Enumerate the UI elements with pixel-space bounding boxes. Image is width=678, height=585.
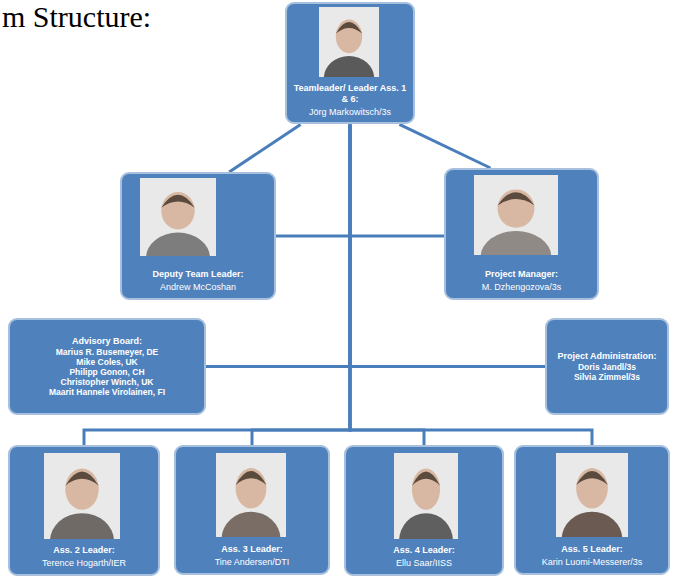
- org-connector: [276, 235, 444, 238]
- person-name: Tine Andersen/DTI: [215, 557, 290, 568]
- person-name: Marius R. Busemeyer, DE: [56, 347, 159, 357]
- org-connector: [229, 124, 300, 172]
- role-heading: Ass. 2 Leader:: [53, 545, 115, 556]
- person-name: Terence Hogarth/IER: [42, 558, 126, 569]
- person-name: Maarit Hannele Virolainen, FI: [49, 387, 165, 397]
- role-heading: Advisory Board:: [72, 336, 142, 347]
- person-name: Silvia Zimmel/3s: [574, 372, 640, 382]
- org-connector: [350, 124, 424, 445]
- person-box: Teamleader/ Leader Ass. 1 & 6: Jörg Marko…: [285, 2, 415, 124]
- role-heading: Ass. 5 Leader:: [561, 544, 623, 555]
- person-name: Jörg Markowitsch/3s: [309, 107, 391, 118]
- role-heading: Deputy Team Leader:: [153, 269, 244, 280]
- portrait-photo: [140, 178, 216, 256]
- person-box: Project Manager: M. Dzhengozova/3s: [444, 168, 599, 300]
- person-box: Ass. 3 Leader: Tine Andersen/DTI: [174, 445, 330, 575]
- person-box: Ass. 2 Leader: Terence Hogarth/IER: [8, 445, 160, 576]
- person-name: Karin Luomi-Messerer/3s: [542, 557, 643, 568]
- person-name: Ellu Saar/IISS: [396, 558, 452, 569]
- person-name: Christopher Winch, UK: [61, 377, 154, 387]
- person-name: Mike Coles, UK: [76, 357, 137, 367]
- person-box: Ass. 4 Leader: Ellu Saar/IISS: [344, 445, 504, 576]
- person-name: Doris Jandl/3s: [578, 362, 636, 372]
- person-box: Ass. 5 Leader: Karin Luomi-Messerer/3s: [514, 445, 670, 575]
- org-connector: [399, 124, 490, 168]
- person-name: Andrew McCoshan: [160, 282, 236, 293]
- portrait-photo: [474, 175, 558, 255]
- role-heading: Ass. 3 Leader:: [221, 544, 283, 555]
- portrait-photo: [556, 453, 628, 537]
- person-box: Deputy Team Leader: Andrew McCoshan: [120, 172, 276, 300]
- portrait-photo: [44, 453, 120, 539]
- role-heading: Ass. 4 Leader:: [393, 545, 455, 556]
- person-name: M. Dzhengozova/3s: [482, 282, 562, 293]
- role-heading: Teamleader/ Leader Ass. 1 & 6:: [291, 83, 409, 105]
- group-box: Project Administration:Doris Jandl/3sSil…: [545, 318, 669, 415]
- chart-title: m Structure:: [2, 0, 151, 34]
- person-name: Philipp Gonon, CH: [69, 367, 144, 377]
- portrait-photo: [394, 453, 458, 539]
- role-heading: Project Administration:: [557, 351, 656, 362]
- group-box: Advisory Board:Marius R. Busemeyer, DEMi…: [8, 318, 206, 415]
- portrait-photo: [319, 7, 379, 77]
- role-heading: Project Manager:: [485, 269, 558, 280]
- portrait-photo: [216, 453, 286, 537]
